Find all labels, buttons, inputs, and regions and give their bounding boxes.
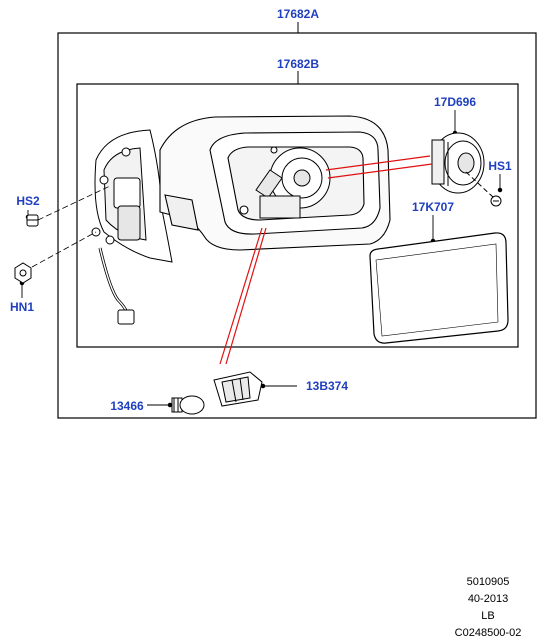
outer-assembly-frame <box>57 32 537 419</box>
highlight-lines <box>219 155 433 365</box>
callout-13466: 13466 <box>110 399 144 413</box>
motor-17d696-part <box>431 132 485 194</box>
callout-17682A: 17682A <box>277 7 319 21</box>
callout-17D696: 17D696 <box>434 95 476 109</box>
document-footer: 5010905 40-2013 LB C0248500-02 <box>418 574 538 642</box>
callout-HS1: HS1 <box>488 159 512 173</box>
nut-hn1-part <box>14 262 32 284</box>
lamp-13b374-part <box>213 371 263 407</box>
mirror-base-bracket <box>91 129 173 325</box>
explode-lines-left <box>31 185 111 268</box>
footer-code: LB <box>481 610 495 622</box>
callout-13B374: 13B374 <box>306 379 348 393</box>
bulb-13466-part <box>171 395 205 415</box>
callout-HN1: HN1 <box>10 300 34 314</box>
callout-17K707: 17K707 <box>412 200 454 214</box>
footer-reference: C0248500-02 <box>454 627 522 639</box>
screw-hs2-part <box>26 214 39 227</box>
callout-17682B: 17682B <box>277 57 319 71</box>
footer-date: 40-2013 <box>467 593 509 605</box>
screw-hs1-part <box>465 171 502 207</box>
mirror-glass-17k707 <box>369 232 509 344</box>
footer-number: 5010905 <box>466 576 510 588</box>
callout-HS2: HS2 <box>16 194 40 208</box>
housing-motor <box>255 146 331 219</box>
